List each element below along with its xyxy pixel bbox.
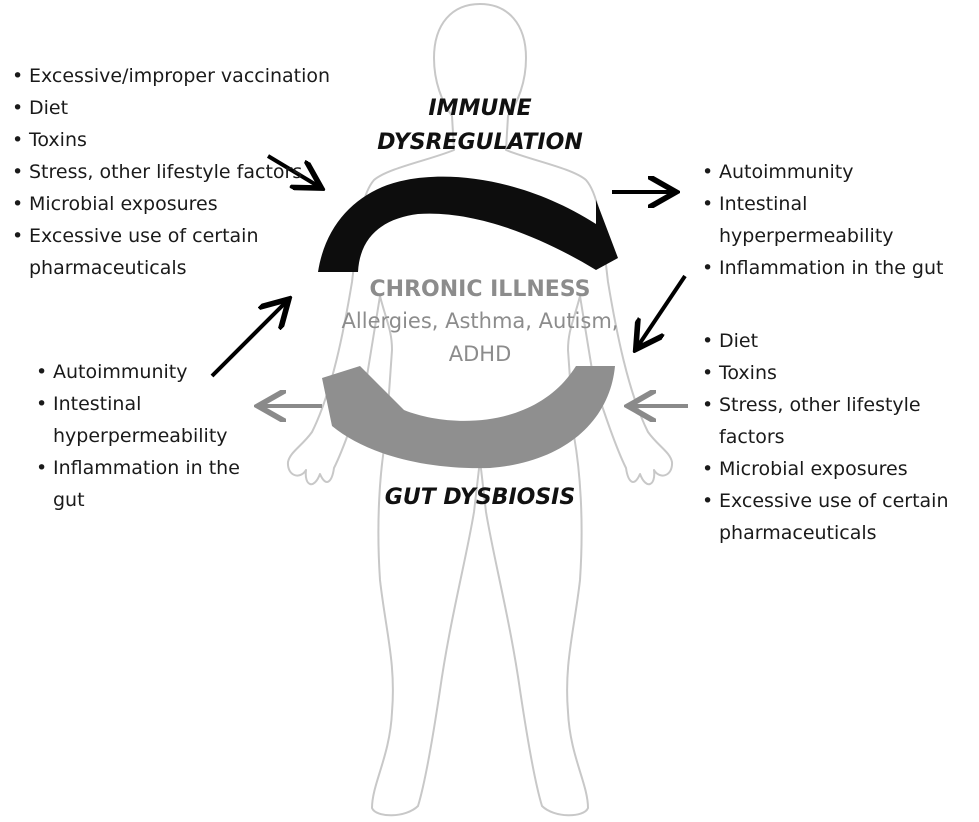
list-item: Microbial exposures [10, 188, 345, 220]
immune-dysregulation-label: IMMUNE DYSREGULATION [345, 92, 615, 160]
chronic-illness-title: CHRONIC ILLNESS [330, 275, 630, 305]
list-item: Autoimmunity [700, 156, 978, 188]
list-item: Microbial exposures [700, 453, 975, 485]
gut-dysbiosis-label: GUT DYSBIOSIS [340, 481, 620, 515]
immune-effects-list: AutoimmunityIntestinal hyperpermeability… [700, 156, 978, 284]
list-item: Stress, other lifestyle factors [700, 389, 975, 453]
chronic-illness-block: CHRONIC ILLNESS Allergies, Asthma, Autis… [330, 275, 630, 371]
list-item: Toxins [10, 124, 345, 156]
list-item: Toxins [700, 357, 975, 389]
list-item: Inflammation in the gut [34, 452, 269, 516]
list-item: Excessive use of certain pharmaceuticals [700, 485, 975, 549]
list-item: Inflammation in the gut [700, 252, 978, 284]
list-item: Autoimmunity [34, 356, 269, 388]
list-item: Excessive/improper vaccination [10, 60, 345, 92]
list-item: Diet [10, 92, 345, 124]
list-item: Intestinal hyperpermeability [34, 388, 269, 452]
gut-dysbiosis-arrow [322, 366, 615, 468]
immune-causes-list: Excessive/improper vaccinationDietToxins… [10, 60, 345, 284]
list-item: Excessive use of certain pharmaceuticals [10, 220, 345, 284]
chronic-illness-conditions: Allergies, Asthma, Autism, ADHD [330, 305, 630, 371]
gut-causes-list: DietToxinsStress, other lifestyle factor… [700, 325, 975, 549]
list-item: Diet [700, 325, 975, 357]
list-item: Stress, other lifestyle factors [10, 156, 345, 188]
arrow-to-gut [638, 276, 685, 346]
list-item: Intestinal hyperpermeability [700, 188, 978, 252]
gut-effects-list: AutoimmunityIntestinal hyperpermeability… [34, 356, 269, 516]
immune-dysregulation-arrow [318, 177, 618, 272]
